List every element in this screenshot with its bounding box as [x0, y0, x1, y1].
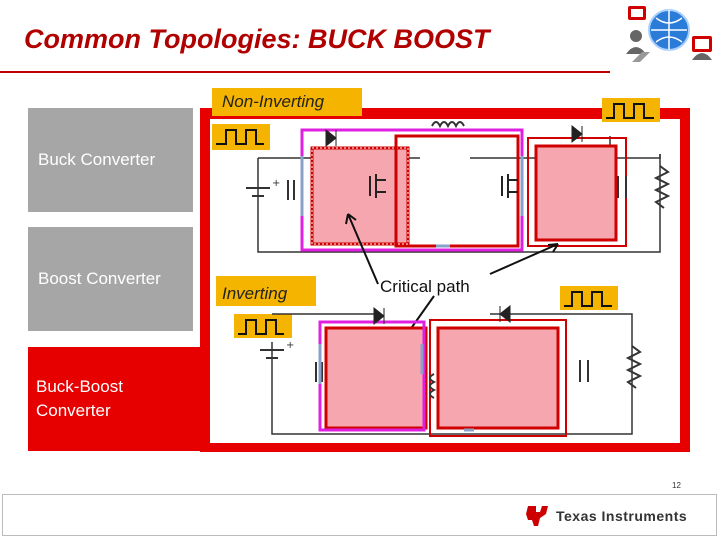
battery-icon: +: [246, 178, 280, 197]
pwm-pulse-icon: [560, 286, 618, 310]
battery-icon: +: [260, 340, 294, 359]
sidebar-item-label: Boost Converter: [38, 269, 161, 288]
pwm-pulse-icon: [602, 98, 660, 122]
sidebar-item-label: Buck Converter: [38, 150, 156, 169]
sidebar-item-buck-converter[interactable]: Buck Converter: [28, 108, 193, 212]
sidebar-item-label: Buck-Boost Converter: [36, 377, 123, 420]
inverting-schematic: +: [234, 286, 643, 437]
svg-text:+: +: [286, 340, 294, 351]
mosfet-icon: [501, 174, 518, 198]
ti-logo-icon: [526, 506, 548, 526]
non-inverting-schematic: +: [212, 98, 671, 253]
page-title: Common Topologies: BUCK BOOST: [24, 24, 490, 54]
inductor-icon: [429, 373, 437, 399]
inverting-label: Inverting: [216, 276, 316, 306]
resistor-icon: [653, 165, 671, 209]
non-inverting-label: Non-Inverting: [212, 88, 362, 116]
svg-text:+: +: [272, 178, 280, 189]
sidebar-item-buck-boost-converter[interactable]: Buck-Boost Converter: [28, 347, 200, 451]
resistor-icon: [625, 345, 643, 389]
critical-path-label: Critical path: [380, 277, 470, 296]
ti-brand-wordmark: Texas Instruments: [556, 508, 688, 524]
sidebar-item-boost-converter[interactable]: Boost Converter: [28, 227, 193, 331]
inductor-icon: [431, 121, 465, 129]
pwm-pulse-icon: [212, 124, 270, 150]
title-divider: [0, 71, 610, 73]
pwm-pulse-icon: [234, 314, 292, 338]
slide-number: 12: [672, 481, 681, 490]
footer-bar: [2, 494, 717, 536]
collaboration-icon: [626, 6, 712, 62]
mosfet-icon: [369, 174, 386, 198]
